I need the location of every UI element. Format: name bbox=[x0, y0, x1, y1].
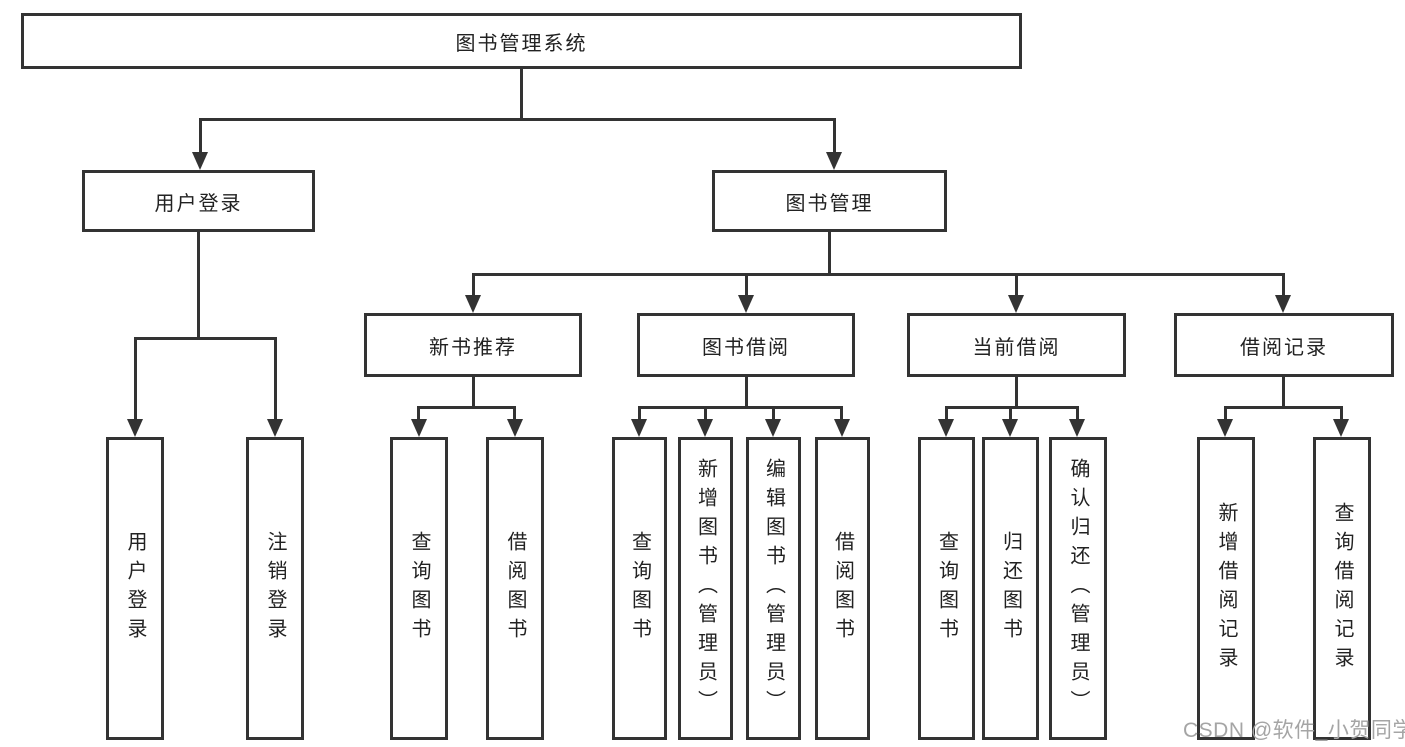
node-borrow-books: 借阅图书 bbox=[815, 437, 870, 740]
node-query-books-borrowing-label: 查询图书 bbox=[628, 530, 651, 647]
arrowhead-icon bbox=[465, 295, 481, 313]
node-add-borrow-record: 新增借阅记录 bbox=[1197, 437, 1255, 740]
watermark: CSDN @软件_小贺同学 bbox=[1183, 719, 1405, 742]
arrowhead-icon bbox=[267, 419, 283, 437]
connector-line bbox=[638, 406, 641, 420]
connector-line bbox=[1015, 273, 1018, 296]
node-edit-books-admin: 编辑图书（管理员） bbox=[746, 437, 801, 740]
connector-line bbox=[1224, 406, 1342, 409]
node-logout: 注销登录 bbox=[246, 437, 304, 740]
connector-line bbox=[745, 377, 748, 407]
node-current-borrowing-label: 当前借阅 bbox=[972, 336, 1061, 359]
connector-line bbox=[1282, 377, 1285, 407]
node-query-books-current-label: 查询图书 bbox=[935, 530, 958, 647]
connector-line bbox=[833, 118, 836, 155]
arrowhead-icon bbox=[192, 152, 208, 170]
node-root: 图书管理系统 bbox=[21, 13, 1022, 69]
node-add-borrow-record-label: 新增借阅记录 bbox=[1215, 501, 1237, 676]
connector-line bbox=[1009, 406, 1012, 420]
node-user-login: 用户登录 bbox=[82, 170, 315, 232]
node-return-books-label: 归还图书 bbox=[999, 530, 1022, 647]
node-user-login-action: 用户登录 bbox=[106, 437, 164, 740]
node-user-login-action-label: 用户登录 bbox=[124, 530, 146, 647]
arrowhead-icon bbox=[938, 419, 954, 437]
connector-line bbox=[772, 406, 775, 420]
node-confirm-return-admin-label: 确认归还（管理员） bbox=[1067, 458, 1089, 719]
connector-line bbox=[197, 232, 200, 337]
connector-line bbox=[704, 406, 707, 420]
node-borrow-books-recommend: 借阅图书 bbox=[486, 437, 544, 740]
connector-line bbox=[1340, 406, 1343, 420]
node-edit-books-admin-label: 编辑图书（管理员） bbox=[762, 458, 785, 719]
connector-line bbox=[1015, 377, 1018, 407]
arrowhead-icon bbox=[1333, 419, 1349, 437]
arrowhead-icon bbox=[765, 419, 781, 437]
arrowhead-icon bbox=[1002, 419, 1018, 437]
node-user-login-label: 用户登录 bbox=[154, 192, 243, 215]
connector-line bbox=[417, 406, 516, 409]
connector-line bbox=[828, 232, 831, 273]
node-book-management-label: 图书管理 bbox=[785, 192, 874, 215]
node-new-book-recommend-label: 新书推荐 bbox=[429, 336, 517, 359]
connector-line bbox=[513, 406, 516, 420]
node-query-books-recommend: 查询图书 bbox=[390, 437, 448, 740]
node-query-borrow-record: 查询借阅记录 bbox=[1313, 437, 1371, 740]
connector-line bbox=[472, 273, 475, 296]
node-new-book-recommend: 新书推荐 bbox=[364, 313, 582, 377]
arrowhead-icon bbox=[631, 419, 647, 437]
connector-line bbox=[472, 377, 475, 407]
connector-line bbox=[417, 406, 420, 420]
connector-line bbox=[1224, 406, 1227, 420]
node-borrow-books-recommend-label: 借阅图书 bbox=[504, 530, 526, 647]
node-root-label: 图书管理系统 bbox=[455, 32, 588, 55]
node-logout-label: 注销登录 bbox=[264, 530, 286, 647]
arrowhead-icon bbox=[738, 295, 754, 313]
arrowhead-icon bbox=[826, 152, 842, 170]
node-book-borrowing: 图书借阅 bbox=[637, 313, 855, 377]
connector-line bbox=[638, 406, 843, 409]
node-borrow-records-label: 借阅记录 bbox=[1240, 336, 1328, 359]
node-borrow-books-label: 借阅图书 bbox=[831, 530, 854, 647]
connector-line bbox=[1076, 406, 1079, 420]
node-borrow-records: 借阅记录 bbox=[1174, 313, 1394, 377]
connector-line bbox=[199, 118, 202, 155]
arrowhead-icon bbox=[1008, 295, 1024, 313]
arrowhead-icon bbox=[1217, 419, 1233, 437]
node-book-management: 图书管理 bbox=[712, 170, 947, 232]
connector-line bbox=[520, 69, 523, 118]
node-query-borrow-record-label: 查询借阅记录 bbox=[1331, 501, 1353, 676]
arrowhead-icon bbox=[411, 419, 427, 437]
connector-line bbox=[1282, 273, 1285, 296]
arrowhead-icon bbox=[1275, 295, 1291, 313]
node-add-books-admin-label: 新增图书（管理员） bbox=[694, 458, 717, 719]
arrowhead-icon bbox=[834, 419, 850, 437]
node-return-books: 归还图书 bbox=[982, 437, 1039, 740]
node-book-borrowing-label: 图书借阅 bbox=[702, 336, 790, 359]
connector-line bbox=[274, 337, 277, 420]
connector-line bbox=[134, 337, 137, 420]
node-query-books-current: 查询图书 bbox=[918, 437, 975, 740]
connector-line bbox=[134, 337, 277, 340]
node-current-borrowing: 当前借阅 bbox=[907, 313, 1126, 377]
node-confirm-return-admin: 确认归还（管理员） bbox=[1049, 437, 1107, 740]
connector-line bbox=[945, 406, 948, 420]
node-query-books-borrowing: 查询图书 bbox=[612, 437, 667, 740]
arrowhead-icon bbox=[1069, 419, 1085, 437]
node-query-books-recommend-label: 查询图书 bbox=[408, 530, 430, 647]
connector-line bbox=[199, 118, 836, 121]
arrowhead-icon bbox=[507, 419, 523, 437]
arrowhead-icon bbox=[697, 419, 713, 437]
connector-line bbox=[745, 273, 748, 296]
connector-line bbox=[472, 273, 1285, 276]
connector-line bbox=[840, 406, 843, 420]
arrowhead-icon bbox=[127, 419, 143, 437]
node-add-books-admin: 新增图书（管理员） bbox=[678, 437, 733, 740]
